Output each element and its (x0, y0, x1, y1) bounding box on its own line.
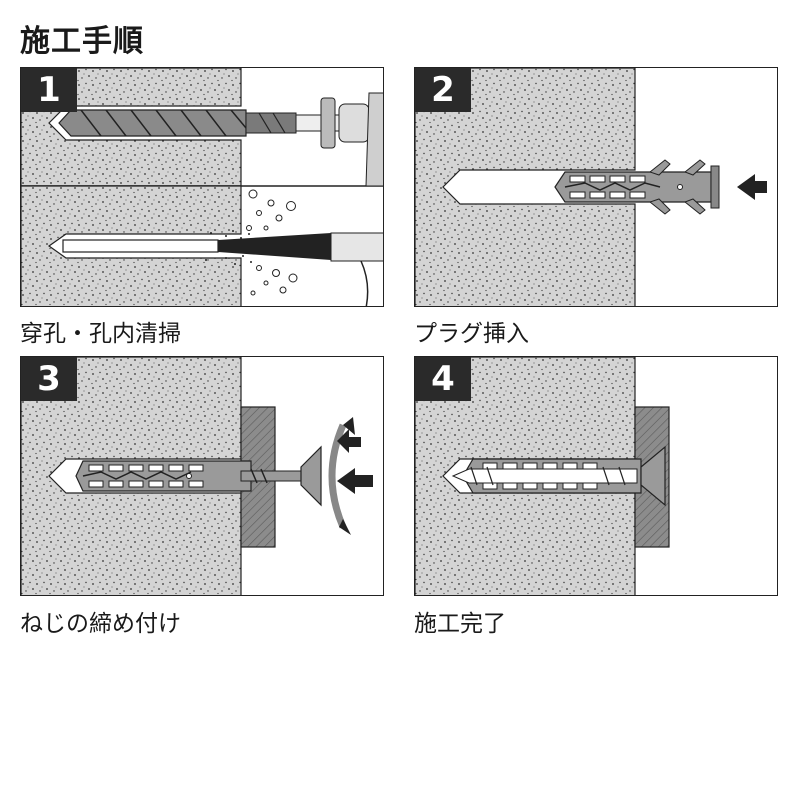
screw (240, 445, 322, 507)
drill-chuck (295, 92, 383, 187)
step-4-caption: 施工完了 (414, 611, 506, 637)
step-1-number: 1 (21, 68, 77, 112)
push-arrow-icon (737, 174, 767, 200)
step-2-panel: 2 (414, 67, 778, 307)
step-3-caption: ねじの締め付け (20, 611, 181, 637)
step-1-panel: 1 (20, 67, 384, 307)
page-title: 施工手順 (20, 24, 144, 59)
step-1-caption: 穿孔・孔内清掃 (20, 321, 181, 347)
dust-specks (205, 230, 252, 265)
dust-particles (246, 189, 298, 296)
drill-bit (58, 109, 297, 137)
wall-plug (554, 159, 720, 215)
concrete-wall (415, 68, 636, 306)
push-arrow-icon (337, 468, 373, 494)
step-4-number: 4 (415, 357, 471, 401)
wall-plug (75, 460, 252, 492)
step-2-number: 2 (415, 68, 471, 112)
step-4-panel: 4 (414, 356, 778, 596)
step-2-caption: プラグ挿入 (414, 321, 529, 347)
step-3-panel: 3 (20, 356, 384, 596)
rotate-arrow-icon (328, 417, 361, 535)
blower-nozzle (62, 232, 383, 306)
concrete-wall-lower (21, 185, 242, 306)
screw (451, 445, 666, 507)
step-3-number: 3 (21, 357, 77, 401)
